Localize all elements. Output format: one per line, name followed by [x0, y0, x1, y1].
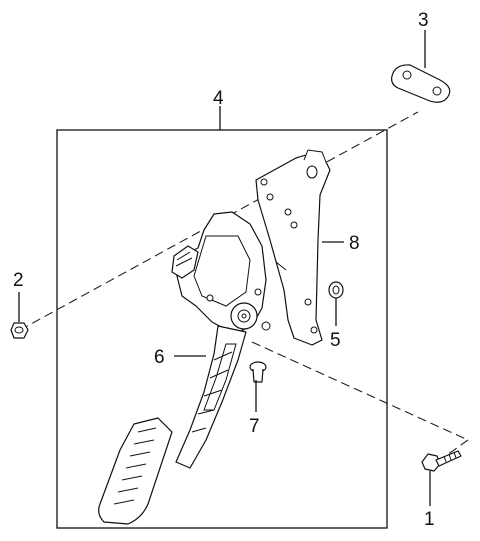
part-bolt	[421, 450, 462, 472]
callout-3: 3	[418, 10, 429, 31]
callout-8: 8	[349, 233, 360, 254]
part-nut	[10, 322, 29, 339]
callout-2: 2	[13, 270, 24, 291]
callout-7: 7	[249, 416, 260, 437]
part-washer	[328, 281, 344, 299]
part-pin	[249, 361, 267, 383]
part-bracket	[255, 149, 331, 346]
callout-4: 4	[213, 88, 224, 109]
assembly-frame	[56, 129, 388, 529]
callout-6: 6	[154, 347, 165, 368]
callout-1: 1	[424, 509, 435, 530]
part-pedal-assembly	[98, 211, 271, 525]
leader-lines	[18, 30, 431, 506]
part-plate	[391, 64, 451, 103]
callout-5: 5	[330, 330, 341, 351]
